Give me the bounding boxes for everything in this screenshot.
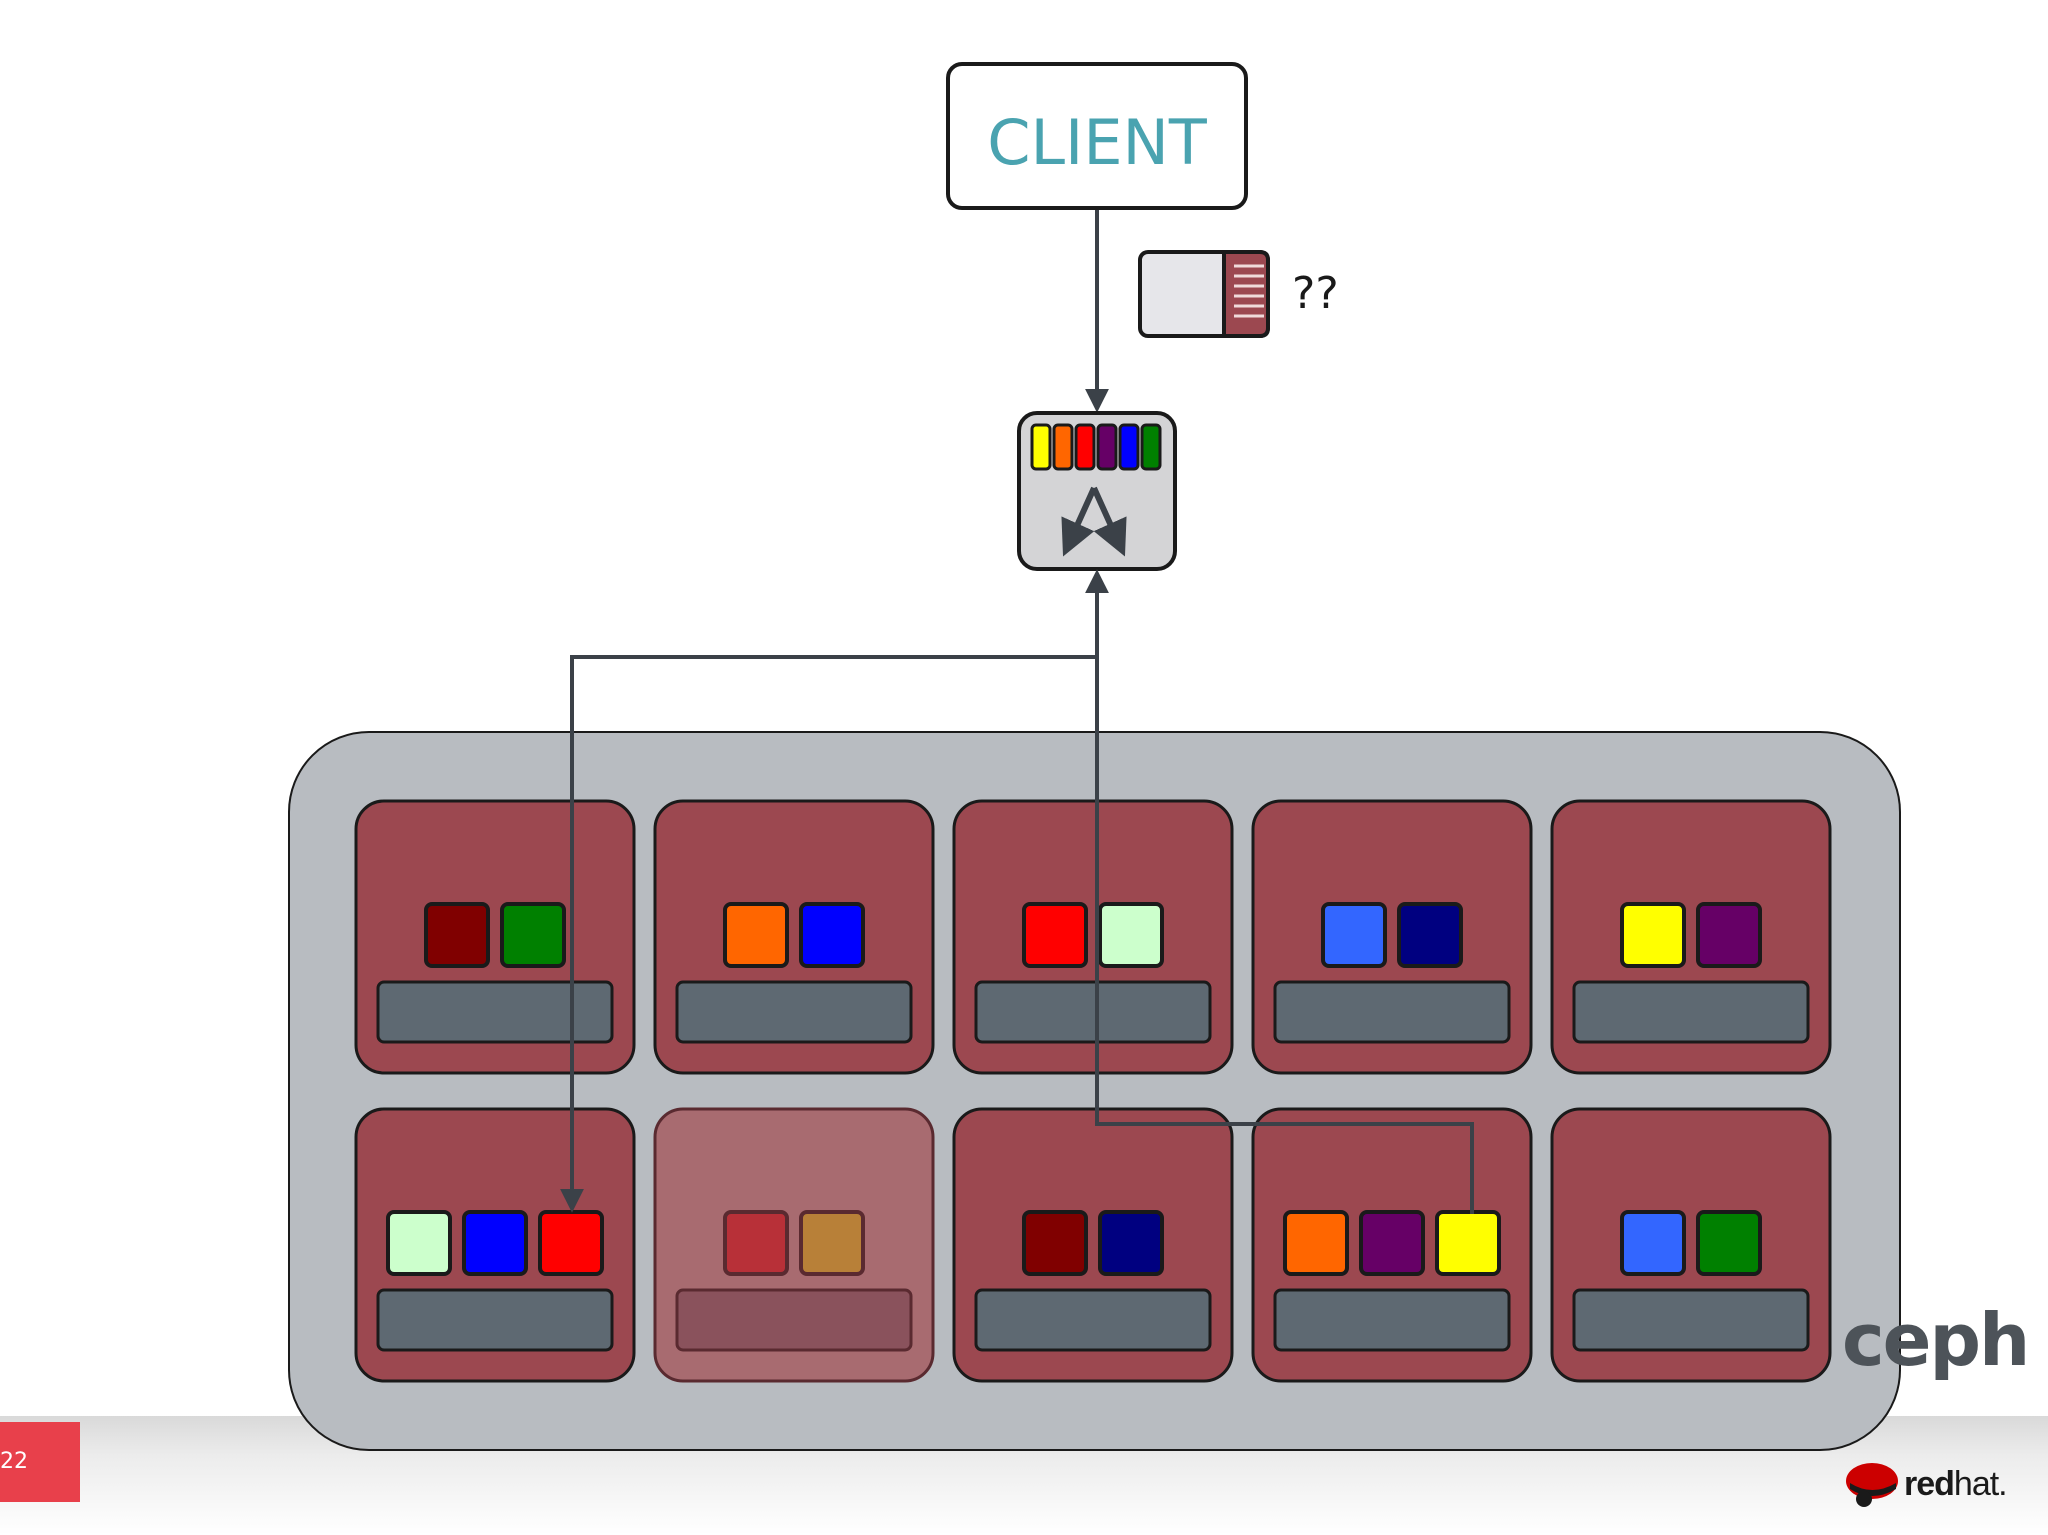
crush-map-box bbox=[1017, 411, 1177, 571]
placement-group bbox=[462, 1210, 528, 1276]
osd-node bbox=[653, 1107, 935, 1383]
client-label: CLIENT bbox=[987, 106, 1208, 179]
osd-nodes bbox=[354, 799, 1832, 1383]
placement-group bbox=[1098, 1210, 1164, 1276]
crush-map-stripes bbox=[1030, 423, 1162, 471]
osd-disk bbox=[1572, 1288, 1810, 1352]
osd-node bbox=[952, 799, 1234, 1075]
placement-group bbox=[386, 1210, 452, 1276]
osd-disk bbox=[376, 980, 614, 1044]
osd-node bbox=[354, 1107, 636, 1383]
object-icon bbox=[1138, 250, 1270, 338]
placement-group bbox=[538, 1210, 604, 1276]
placement-group bbox=[1022, 1210, 1088, 1276]
osd-node bbox=[354, 799, 636, 1075]
redhat-logo-bold: red bbox=[1904, 1465, 1955, 1503]
crush-map-stripe bbox=[1140, 423, 1162, 471]
client-box: CLIENT bbox=[946, 62, 1248, 210]
osd-disk bbox=[1273, 980, 1511, 1044]
osd-disk bbox=[675, 1288, 913, 1352]
placement-group bbox=[1397, 902, 1463, 968]
crush-map-stripe bbox=[1030, 423, 1052, 471]
crush-map-stripe bbox=[1096, 423, 1118, 471]
crush-map-stripe bbox=[1074, 423, 1096, 471]
redhat-logo-light: hat. bbox=[1953, 1465, 2008, 1503]
osd-node bbox=[1550, 1107, 1832, 1383]
replica-path-left bbox=[560, 655, 1097, 1213]
placement-group bbox=[1696, 1210, 1762, 1276]
page-number: 22 bbox=[0, 1449, 28, 1474]
placement-group bbox=[1435, 1210, 1501, 1276]
placement-group bbox=[799, 1210, 865, 1276]
osd-node bbox=[952, 1107, 1234, 1383]
placement-group bbox=[723, 1210, 789, 1276]
page-number-badge: 22 bbox=[0, 1422, 80, 1502]
placement-group bbox=[1620, 902, 1686, 968]
placement-group bbox=[1696, 902, 1762, 968]
placement-group bbox=[1321, 902, 1387, 968]
placement-group bbox=[500, 902, 566, 968]
placement-group bbox=[1359, 1210, 1425, 1276]
redhat-logo: redhat. bbox=[1844, 1459, 2008, 1509]
osd-node bbox=[1251, 799, 1533, 1075]
osd-disk bbox=[974, 1288, 1212, 1352]
osd-disk bbox=[1572, 980, 1810, 1044]
placement-group bbox=[1283, 1210, 1349, 1276]
crush-map-stripe bbox=[1052, 423, 1074, 471]
osd-disk bbox=[376, 1288, 614, 1352]
placement-group bbox=[1620, 1210, 1686, 1276]
placement-group bbox=[424, 902, 490, 968]
osd-disk bbox=[974, 980, 1212, 1044]
placement-group bbox=[723, 902, 789, 968]
osd-node bbox=[1251, 1107, 1533, 1383]
replica-path-right bbox=[1085, 569, 1474, 1214]
placement-group bbox=[1022, 902, 1088, 968]
ceph-logo: ceph bbox=[1842, 1298, 2030, 1382]
placement-group bbox=[1098, 902, 1164, 968]
crush-split-icon bbox=[1061, 486, 1127, 557]
crush-map-stripe bbox=[1118, 423, 1140, 471]
shadowman-icon bbox=[1846, 1463, 1898, 1507]
osd-node bbox=[1550, 799, 1832, 1075]
osd-disk bbox=[1273, 1288, 1511, 1352]
osd-disk bbox=[675, 980, 913, 1044]
unknown-placement-label: ?? bbox=[1292, 268, 1339, 319]
placement-group bbox=[799, 902, 865, 968]
osd-node bbox=[653, 799, 935, 1075]
